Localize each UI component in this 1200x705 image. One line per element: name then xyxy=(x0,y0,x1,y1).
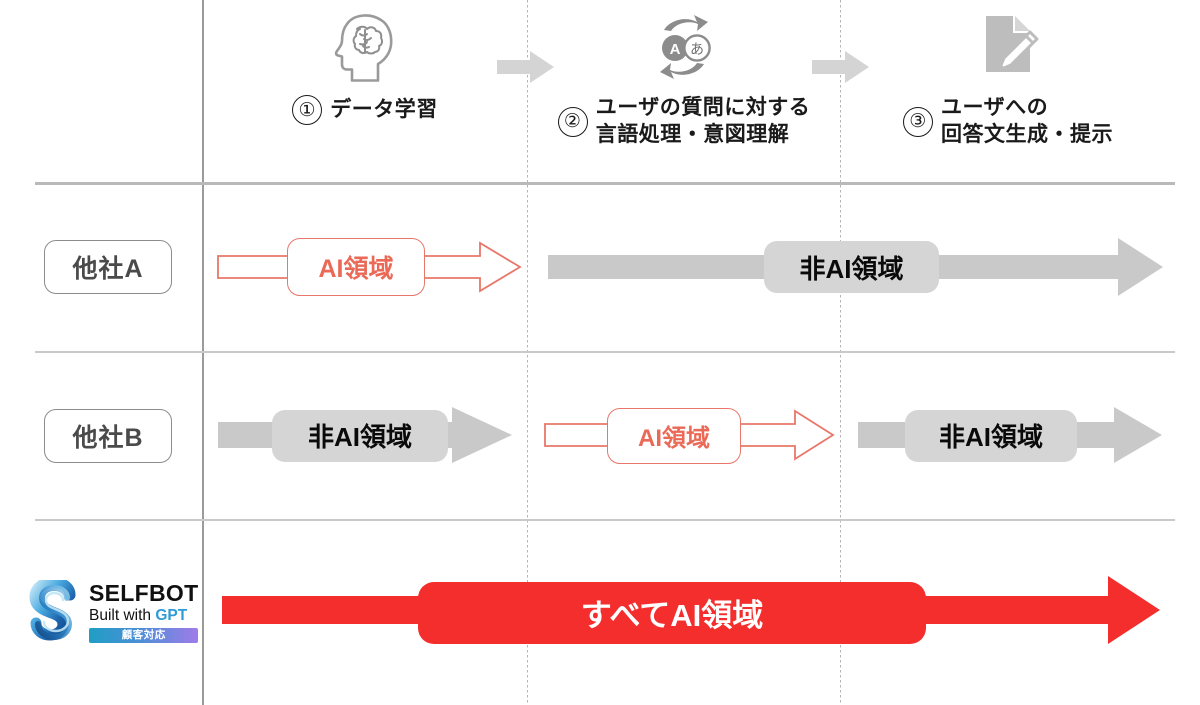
segment-ai-a1: AI領域 xyxy=(287,238,425,296)
header-step-3: ③ ユーザへの 回答文生成・提示 xyxy=(841,0,1175,182)
right-arrow-icon-2 xyxy=(812,50,870,84)
step-number-3: ③ xyxy=(903,106,933,137)
comparison-row-b: 他社B 非AI領域 AI領域 非AI領域 xyxy=(0,352,1200,519)
brain-head-icon xyxy=(324,0,406,95)
svg-text:A: A xyxy=(670,41,681,58)
step-2-line-2: 言語処理・意図理解 xyxy=(595,122,790,146)
step-3-line-1: ユーザへの xyxy=(941,96,1049,119)
row-divider-1 xyxy=(35,351,1175,353)
header-step-3-label: ③ ユーザへの 回答文生成・提示 xyxy=(903,95,1113,149)
step-number-1: ① xyxy=(292,95,323,125)
selfbot-logo: SELFBOT Built with GPT 顧客対応 xyxy=(26,575,199,651)
row-label-a: 他社A xyxy=(44,240,172,294)
row-divider-2 xyxy=(35,519,1175,521)
svg-text:あ: あ xyxy=(690,42,704,58)
segment-nonai-b3: 非AI領域 xyxy=(905,409,1077,462)
step-number-2: ② xyxy=(557,106,588,137)
header-step-1-label: ① データ学習 xyxy=(292,95,438,125)
segment-nonai-a2: 非AI領域 xyxy=(764,241,939,293)
row-a-arrows xyxy=(217,238,1163,296)
step-1-line-1: データ学習 xyxy=(330,97,438,121)
header-divider xyxy=(35,182,1175,185)
logo-tagline-prefix: Built with xyxy=(89,607,156,624)
comparison-row-a: 他社A AI領域 非AI領域 xyxy=(0,183,1200,351)
logo-tagline: Built with GPT xyxy=(89,608,198,624)
segment-ai-b2: AI領域 xyxy=(607,407,741,464)
document-pencil-icon xyxy=(968,0,1048,95)
comparison-row-selfbot: SELFBOT Built with GPT 顧客対応 すべてAI領域 xyxy=(0,520,1200,705)
step-3-line-2: 回答文生成・提示 xyxy=(941,122,1113,146)
step-2-line-1: ユーザの質問に対する xyxy=(595,96,811,119)
header-step-1: ① データ学習 xyxy=(203,0,527,182)
logo-tagline-brand: GPT xyxy=(155,607,188,624)
logo-name: SELFBOT xyxy=(89,580,199,606)
right-arrow-icon-1 xyxy=(497,50,555,84)
segment-nonai-b1: 非AI領域 xyxy=(272,409,448,462)
row-label-b: 他社B xyxy=(44,408,172,463)
header-step-2: A あ ② ユーザの質問に対する 言語処理・意図理解 xyxy=(528,0,840,182)
segment-allai: すべてAI領域 xyxy=(418,581,926,644)
logo-badge: 顧客対応 xyxy=(89,627,199,643)
language-translate-icon: A あ xyxy=(638,0,730,95)
selfbot-swirl-s-icon xyxy=(26,575,84,646)
header-step-2-label: ② ユーザの質問に対する 言語処理・意図理解 xyxy=(557,95,811,149)
